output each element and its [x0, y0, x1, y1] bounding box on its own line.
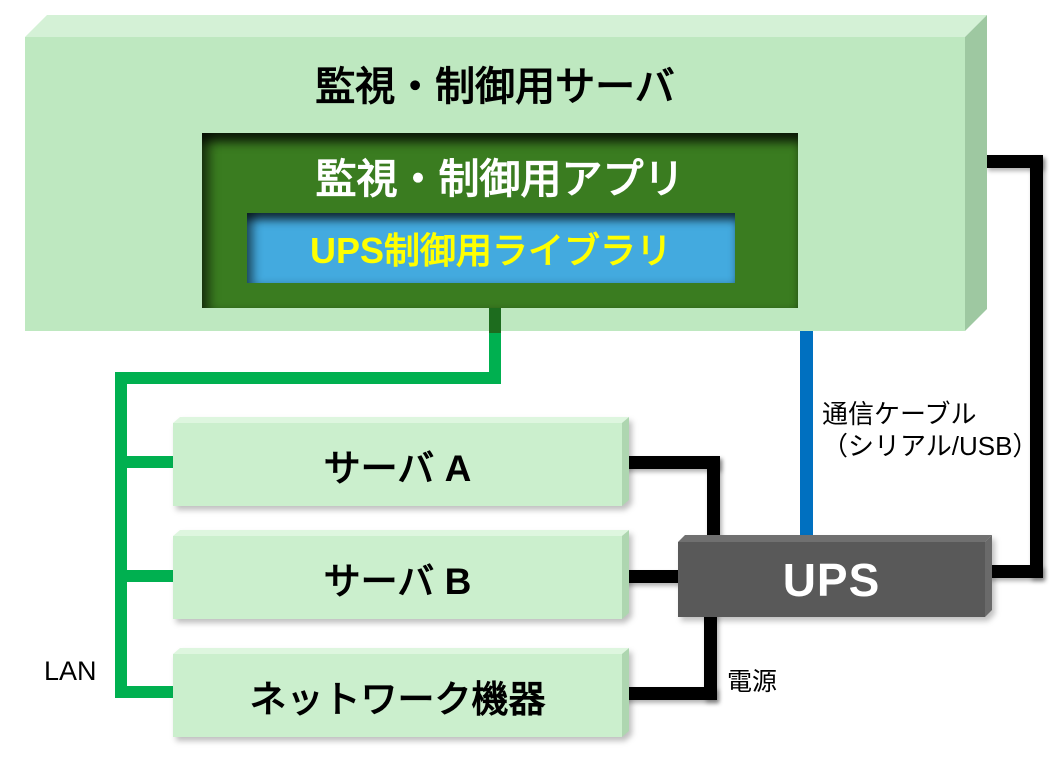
- lan-line-trunk: [115, 372, 127, 698]
- lan-branch-server-b: [115, 570, 173, 582]
- server-b-label: サーバ B: [323, 560, 472, 602]
- power-annotation: 電源: [727, 668, 778, 696]
- comm-cable-annotation-line2: （シリアル/USB）: [822, 431, 1039, 461]
- ups-label: UPS: [782, 553, 881, 606]
- network-device-label: ネットワーク機器: [249, 678, 546, 720]
- monitor-server-title: 監視・制御用サーバ: [315, 65, 675, 109]
- power-line-server-a-horizontal: [624, 456, 720, 469]
- server-a-box: サーバ A: [173, 417, 629, 506]
- lan-branch-server-a: [115, 456, 173, 468]
- power-line-server-right-horizontal: [986, 155, 1043, 168]
- power-line-network-vertical: [704, 612, 717, 700]
- server-b-box: サーバ B: [173, 530, 629, 619]
- power-line-right-vertical: [1030, 155, 1043, 578]
- power-line-network-horizontal: [624, 687, 717, 700]
- lan-line-drop-from-server: [489, 331, 501, 384]
- server-a-label: サーバ A: [323, 447, 472, 489]
- lan-line-top-horizontal: [115, 372, 501, 384]
- power-line-server-a-vertical: [707, 456, 720, 540]
- ups-control-library-box: UPS制御用ライブラリ: [247, 213, 735, 283]
- comm-cable-annotation-line1: 通信ケーブル: [822, 399, 977, 429]
- monitor-app-box: 監視・制御用アプリ UPS制御用ライブラリ: [202, 133, 798, 308]
- lan-branch-network-device: [115, 686, 173, 698]
- ups-box: UPS: [678, 535, 992, 617]
- power-line-server-b-horizontal: [624, 570, 684, 583]
- serial-cable-line: [800, 331, 813, 538]
- network-device-box: ネットワーク機器: [173, 648, 629, 737]
- ups-3d-faces: [678, 535, 992, 617]
- monitor-app-label: 監視・制御用アプリ: [315, 156, 685, 202]
- power-line-ups-right-horizontal: [988, 565, 1043, 578]
- lan-annotation: LAN: [44, 656, 97, 686]
- lan-line-stub-inside-server: [489, 303, 501, 333]
- network-device-3d-faces: [173, 648, 629, 737]
- comm-cable-annotation: 通信ケーブル （シリアル/USB）: [822, 398, 1038, 462]
- server-b-3d-faces: [173, 530, 629, 619]
- server-a-3d-faces: [173, 417, 629, 506]
